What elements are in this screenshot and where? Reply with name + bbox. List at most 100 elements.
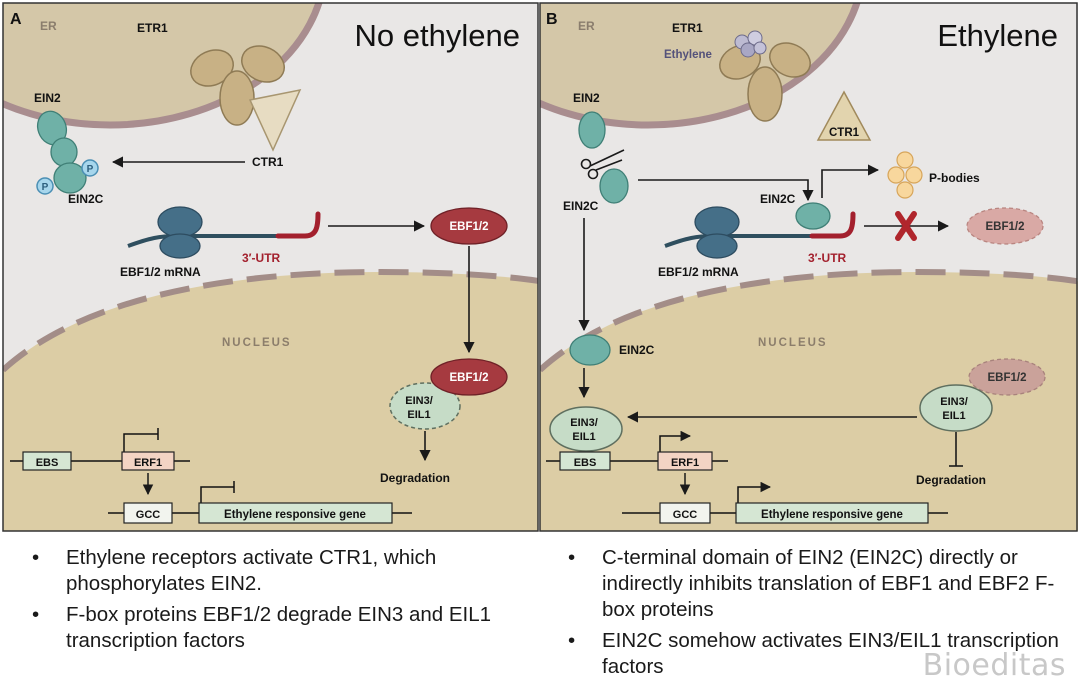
mrna-label-a: EBF1/2 mRNA bbox=[120, 265, 201, 279]
gene-label-b: Ethylene responsive gene bbox=[761, 509, 903, 521]
er-label-a: ER bbox=[40, 19, 57, 33]
scissors-icon bbox=[580, 149, 625, 180]
svg-text:P: P bbox=[87, 164, 94, 175]
svg-text:EIL1: EIL1 bbox=[572, 431, 595, 443]
ebs-box-a bbox=[22, 451, 72, 471]
ebs-label-b: EBS bbox=[574, 457, 597, 469]
utr-strand-b bbox=[809, 211, 856, 239]
phospho-group-2: P bbox=[36, 177, 54, 195]
degradation-label-a: Degradation bbox=[380, 471, 450, 485]
ein2-nterm-b bbox=[578, 111, 606, 149]
etr1-label-b: ETR1 bbox=[672, 21, 703, 35]
svg-text:EBF1/2: EBF1/2 bbox=[986, 221, 1025, 233]
pbodies-label: P-bodies bbox=[929, 171, 980, 185]
utr-label-b: 3′-UTR bbox=[808, 251, 847, 265]
ethylene-molecule-icon bbox=[734, 30, 767, 58]
svg-text:EBF1/2: EBF1/2 bbox=[450, 221, 489, 233]
gcc-label-a: GCC bbox=[136, 509, 161, 521]
bullet-item: Ethylene receptors activate CTR1, which … bbox=[30, 545, 500, 597]
ein2c-to-pbodies-arrow bbox=[821, 164, 880, 198]
erf1-label-a: ERF1 bbox=[134, 457, 162, 469]
gcc-box-b bbox=[659, 502, 711, 524]
bullet-list-ethylene: C-terminal domain of EIN2 (EIN2C) direct… bbox=[566, 545, 1066, 685]
ein2c-nucleus-label: EIN2C bbox=[619, 343, 655, 357]
nucleus-label-a: NUCLEUS bbox=[222, 337, 292, 349]
bullet-item: EIN2C somehow activates EIN3/EIL1 transc… bbox=[566, 628, 1066, 680]
svg-text:EIN3/: EIN3/ bbox=[940, 396, 968, 408]
degradation-blocked-b bbox=[949, 432, 963, 467]
ebf12-protein-b: EBF1/2 bbox=[966, 207, 1044, 245]
gene-promoter-block-a bbox=[200, 481, 235, 503]
nucleus-label-b: NUCLEUS bbox=[758, 337, 828, 349]
panel-b-title: Ethylene bbox=[937, 18, 1058, 53]
bullet-item: F-box proteins EBF1/2 degrade EIN3 and E… bbox=[30, 602, 500, 654]
ein2c-fragment-b bbox=[599, 168, 629, 204]
ebs-box-b bbox=[559, 451, 611, 471]
ribosome-b bbox=[694, 206, 740, 259]
gene-promoter-arrow-b bbox=[737, 481, 772, 503]
svg-text:EIN3/: EIN3/ bbox=[570, 417, 598, 429]
ctr1-triangle-b: CTR1 bbox=[816, 90, 872, 141]
etr1-label-a: ETR1 bbox=[137, 21, 168, 35]
er-membrane-b bbox=[540, 3, 861, 129]
ein2c-label-a: EIN2C bbox=[68, 192, 104, 206]
erf1-box-b bbox=[657, 451, 713, 471]
ctr1-triangle-a bbox=[248, 88, 302, 152]
ebf12-nucleus-a: EBF1/2 bbox=[430, 358, 508, 396]
nuclear-envelope-b bbox=[540, 268, 1078, 373]
svg-text:EIL1: EIL1 bbox=[942, 410, 965, 422]
bullet-item: C-terminal domain of EIN2 (EIN2C) direct… bbox=[566, 545, 1066, 623]
bullet-list-no-ethylene: Ethylene receptors activate CTR1, which … bbox=[30, 545, 500, 659]
panel-b-letter: B bbox=[546, 11, 558, 28]
ein3-eil1-free-b: EIN3/ EIL1 bbox=[919, 384, 993, 432]
ein2c-nucleus-b bbox=[569, 334, 611, 366]
block-x-icon bbox=[895, 211, 917, 241]
gcc-box-a bbox=[123, 502, 173, 524]
ribosome-a bbox=[157, 206, 203, 259]
er-membrane-a bbox=[3, 3, 323, 129]
watermark: Bioeditas bbox=[922, 648, 1066, 683]
utr-strand-a bbox=[275, 211, 321, 239]
ein2c-on-utr bbox=[795, 202, 831, 230]
erf1-label-b: ERF1 bbox=[671, 457, 699, 469]
er-label-b: ER bbox=[578, 19, 595, 33]
phospho-group-1: P bbox=[81, 159, 99, 177]
gene-box-a bbox=[198, 502, 393, 524]
svg-text:EIL1: EIL1 bbox=[407, 409, 430, 421]
svg-text:CTR1: CTR1 bbox=[829, 127, 860, 139]
ebf12-protein-a: EBF1/2 bbox=[430, 207, 508, 245]
degradation-label-b: Degradation bbox=[916, 473, 986, 487]
ethylene-label: Ethylene bbox=[664, 49, 712, 61]
gene-box-b bbox=[735, 502, 929, 524]
ein2-label-a: EIN2 bbox=[34, 91, 61, 105]
svg-text:P: P bbox=[42, 182, 49, 193]
panel-a-title: No ethylene bbox=[355, 18, 520, 53]
svg-text:EBF1/2: EBF1/2 bbox=[450, 372, 489, 384]
ebs-label-a: EBS bbox=[36, 457, 59, 469]
gcc-label-b: GCC bbox=[673, 509, 698, 521]
erf1-promoter-block-a bbox=[123, 428, 159, 452]
utr-label-a: 3′-UTR bbox=[242, 251, 281, 265]
svg-text:EIN3/: EIN3/ bbox=[405, 395, 433, 407]
nuclear-envelope-a bbox=[3, 268, 538, 373]
ein2-label-b: EIN2 bbox=[573, 91, 600, 105]
etr1-receptor-a bbox=[190, 45, 285, 126]
ein2c-mrna-label: EIN2C bbox=[760, 192, 796, 206]
erf1-promoter-arrow-b bbox=[659, 430, 692, 452]
panel-a: A ER No ethylene ETR1 CTR1 EIN2 P P EIN2… bbox=[2, 2, 539, 532]
ebf12-nucleus-b: EBF1/2 bbox=[968, 358, 1046, 396]
mrna-label-b: EBF1/2 mRNA bbox=[658, 265, 739, 279]
ein3-eil1-bound-b: EIN3/ EIL1 bbox=[549, 406, 623, 452]
ein2c-cut-label: EIN2C bbox=[563, 199, 599, 213]
ethylene-signaling-diagram: A ER No ethylene ETR1 CTR1 EIN2 P P EIN2… bbox=[2, 2, 1078, 532]
panel-b: B ER Ethylene ETR1 Ethylene CTR1 EIN2 bbox=[539, 2, 1078, 532]
svg-text:EBF1/2: EBF1/2 bbox=[988, 372, 1027, 384]
ein2c-to-mrna-arrow bbox=[638, 179, 814, 202]
p-bodies-icon bbox=[887, 151, 923, 199]
ein2-protein-a bbox=[36, 110, 87, 194]
erf1-box-a bbox=[121, 451, 175, 471]
ctr1-label-a: CTR1 bbox=[252, 155, 284, 169]
ein3-eil1-a: EIN3/ EIL1 bbox=[389, 382, 461, 430]
gene-label-a: Ethylene responsive gene bbox=[224, 509, 366, 521]
panel-a-letter: A bbox=[10, 11, 22, 28]
